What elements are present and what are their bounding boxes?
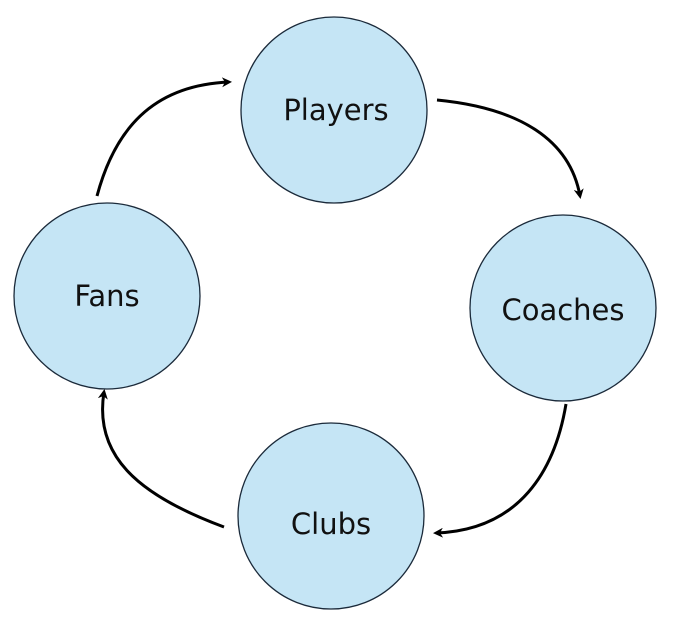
node-clubs-label: Clubs <box>291 507 371 541</box>
arrow-fans-to-players <box>95 77 232 197</box>
node-fans: Fans <box>13 202 201 390</box>
arrow-players-to-coaches <box>436 98 584 199</box>
node-clubs: Clubs <box>237 422 425 610</box>
node-coaches-label: Coaches <box>501 293 624 327</box>
arrow-coaches-to-clubs <box>433 403 568 538</box>
node-players: Players <box>240 16 428 204</box>
arrow-clubs-to-fans <box>97 389 225 529</box>
node-coaches: Coaches <box>469 214 657 402</box>
node-fans-label: Fans <box>74 279 139 313</box>
node-players-label: Players <box>283 93 388 127</box>
